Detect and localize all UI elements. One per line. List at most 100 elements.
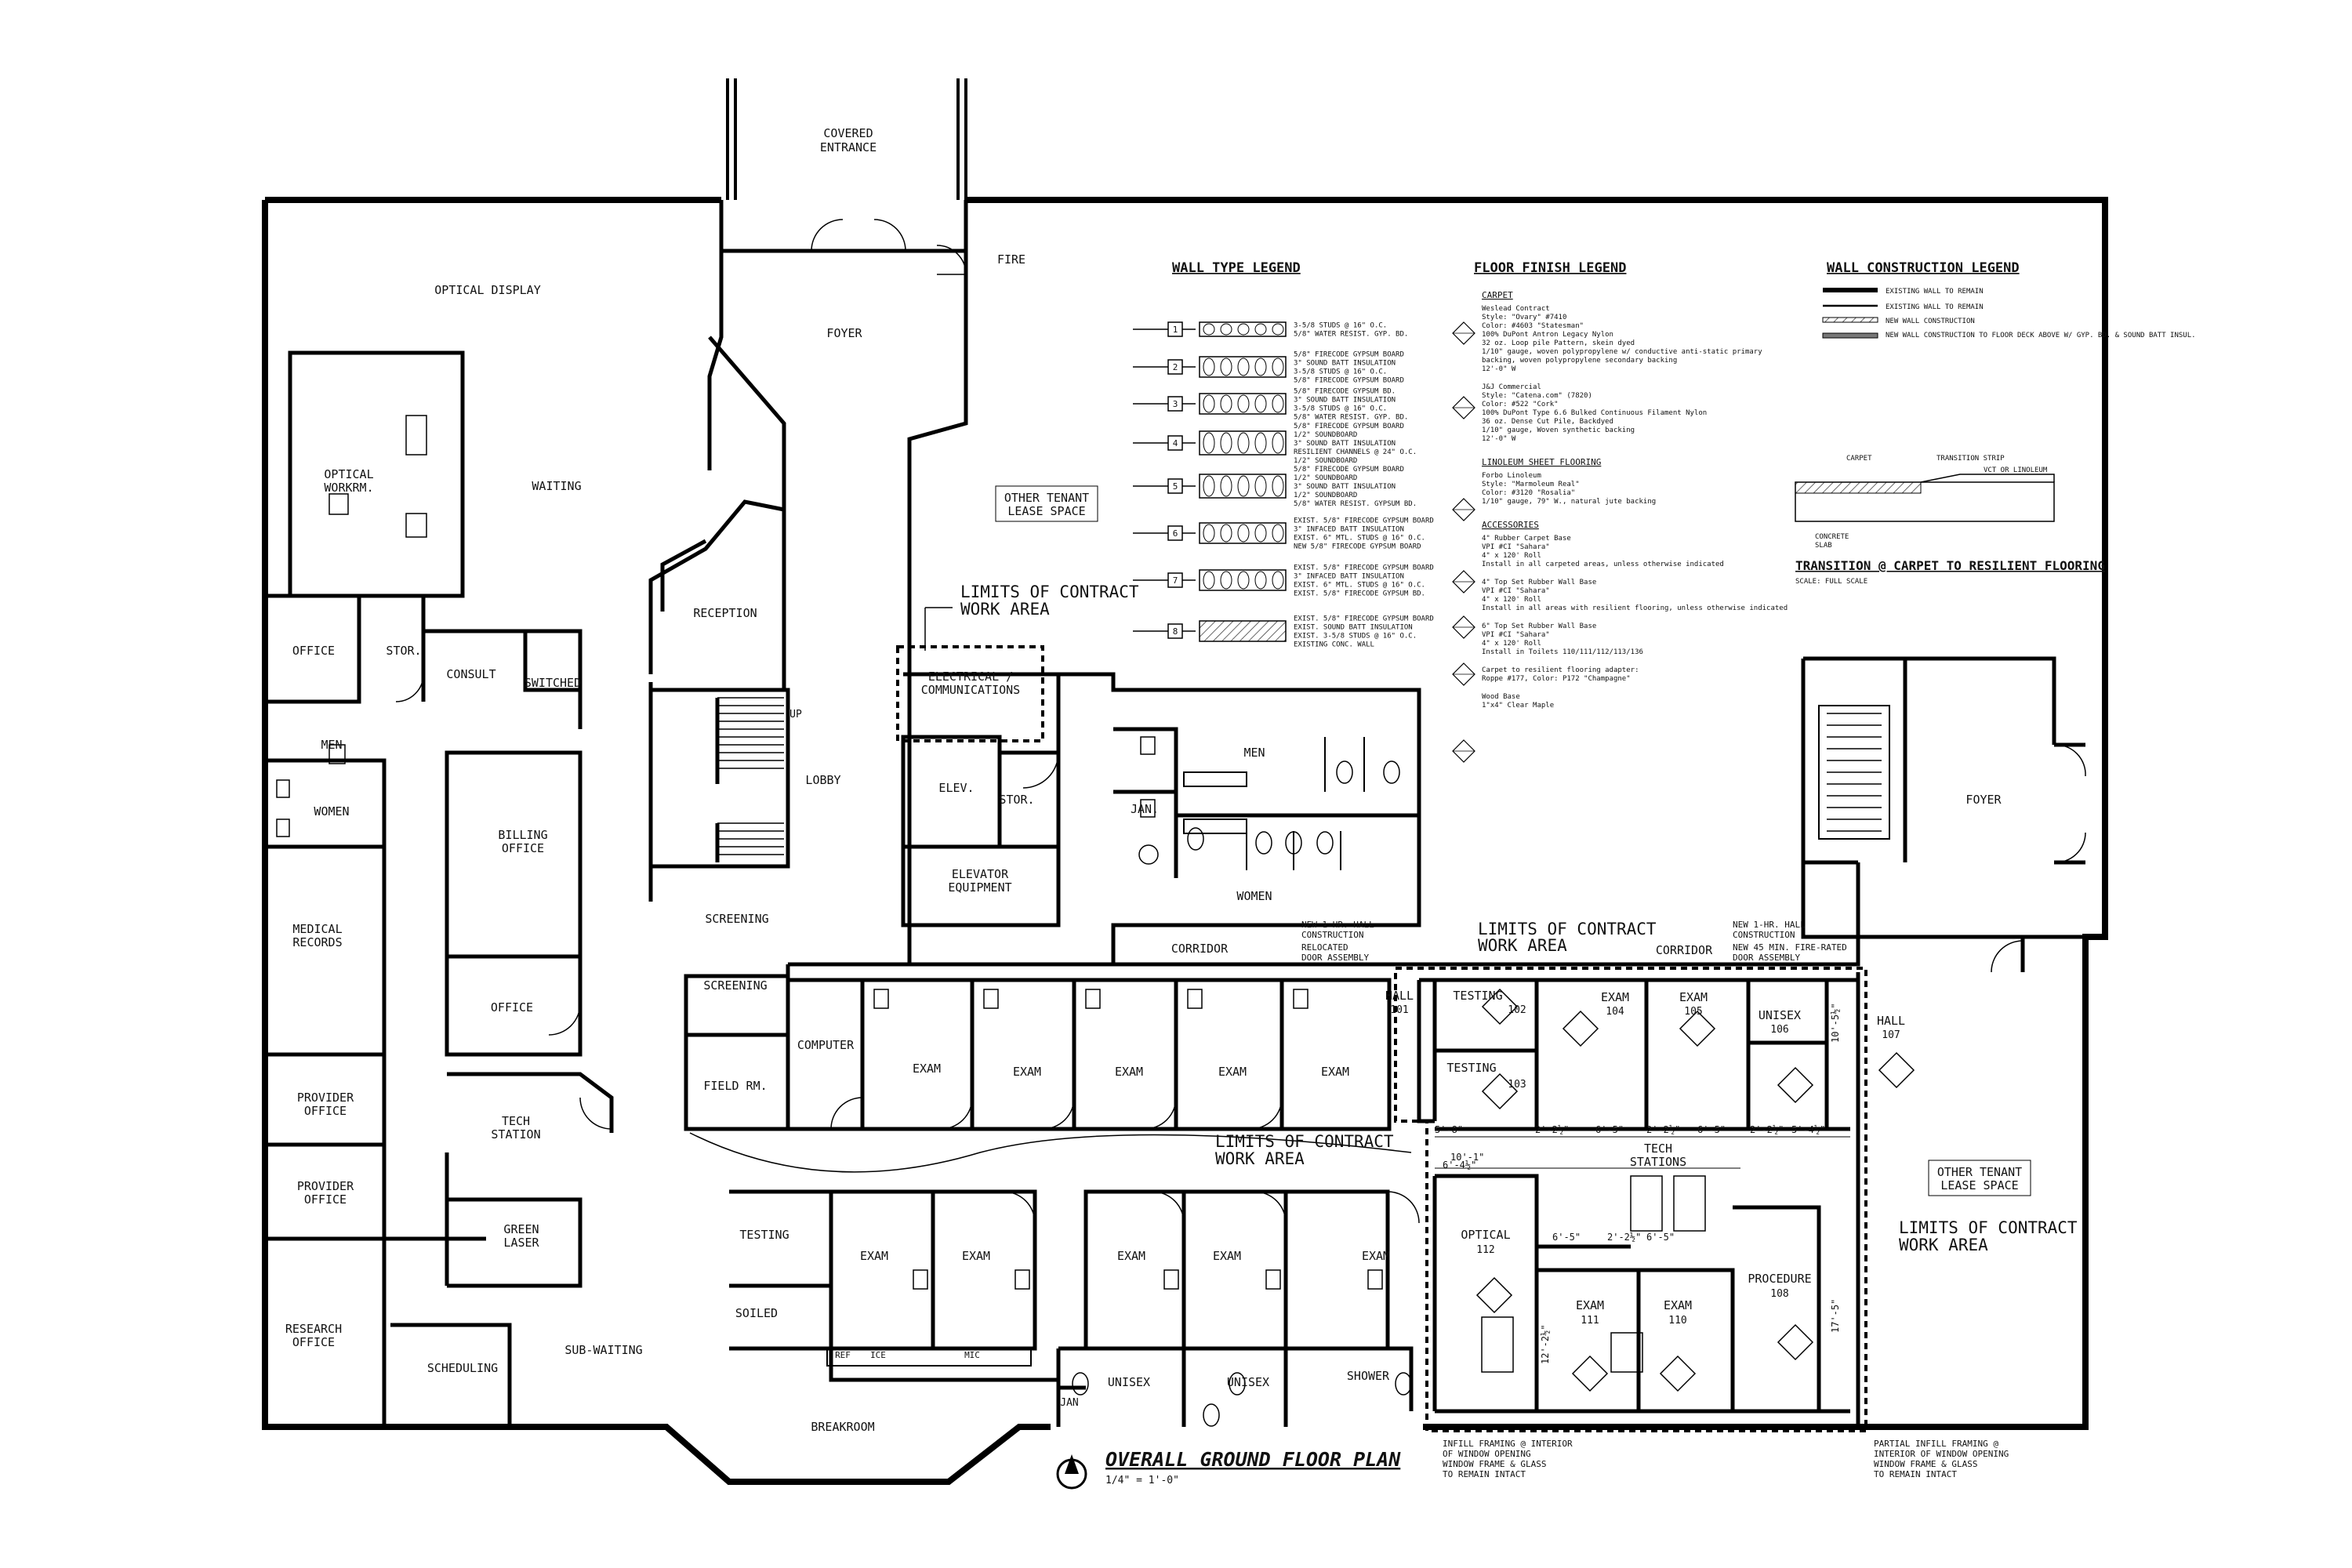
finish-tag-icon [1452, 321, 1475, 345]
label-covered-entrance-1: COVERED [823, 126, 873, 140]
label-other-tenant-2b: LEASE SPACE [1940, 1178, 2018, 1192]
wall-type-number: 8 [1173, 626, 1178, 637]
label-corridor-2: CORRIDOR [1656, 943, 1713, 957]
label-exam-104: EXAM [1601, 990, 1629, 1004]
label-appliance-ice: ICE [870, 1350, 886, 1360]
plan-title: OVERALL GROUND FLOOR PLAN [1105, 1448, 1401, 1471]
label-office-1: OFFICE [292, 644, 335, 658]
note-new-hall-3: RELOCATED [1301, 942, 1348, 953]
num-procedure-108: 108 [1770, 1288, 1788, 1300]
dim-14: 12'-2½" [1540, 1324, 1551, 1364]
floor-finish-line: Install in all areas with resilient floo… [1482, 604, 1788, 612]
transition-label-vct: VCT OR LINOLEUM [1984, 466, 2048, 474]
stair-treads [717, 697, 1882, 855]
wall-type-3: 35/8" FIRECODE GYPSUM BD.3" SOUND BATT I… [1133, 388, 1408, 422]
dim-1: 5'-8" [1435, 1124, 1463, 1135]
wall-type-desc-line: 3-5/8 STUDS @ 16" O.C. [1294, 405, 1387, 413]
wall-type-desc-line: EXISTING CONC. WALL [1294, 641, 1374, 649]
floor-finish-line: 4" x 120' Roll [1482, 596, 1541, 604]
dim-10: 2'-2½" [1607, 1232, 1641, 1243]
floor-finish-line: 1/10" gauge, 79" W., natural jute backin… [1482, 498, 1656, 506]
north-arrow-pointer-icon [1065, 1454, 1079, 1474]
wall-type-number: 2 [1173, 362, 1178, 372]
label-exam-9: EXAM [1213, 1249, 1241, 1263]
note-infill-right-3: WINDOW FRAME & GLASS [1874, 1459, 1977, 1469]
wall-type-desc-line: EXIST. 5/8" FIRECODE GYPSUM BD. [1294, 590, 1425, 598]
label-jan-2: JAN [1060, 1397, 1078, 1409]
limits-middle-2: WORK AREA [1215, 1149, 1305, 1168]
floor-finish-line: 4" Top Set Rubber Wall Base [1482, 579, 1596, 586]
floor-finish-line: Color: #522 "Cork" [1482, 401, 1559, 408]
label-hall-101: HALL [1385, 989, 1414, 1003]
transition-label-strip: TRANSITION STRIP [1936, 455, 2005, 463]
num-testing-102: 102 [1508, 1004, 1526, 1016]
label-exam-105: EXAM [1679, 990, 1708, 1004]
wall-type-number: 6 [1173, 528, 1178, 539]
label-tech-stations-1: TECH [1644, 1142, 1672, 1156]
floor-finish-line: Style: "Ovary" #7410 [1482, 314, 1566, 321]
label-provider-office-2b: OFFICE [304, 1192, 347, 1207]
label-stor-1: STOR. [386, 644, 421, 658]
wall-type-number: 4 [1173, 438, 1178, 448]
wall-construction-item-3: NEW WALL CONSTRUCTION [1886, 318, 1975, 325]
dim-4: 2'-2½" [1646, 1124, 1680, 1135]
floor-finish-line: Roppe #177, Color: P172 "Champagne" [1482, 675, 1631, 683]
room-labels: COVERED ENTRANCE OPTICAL DISPLAY FIRE FO… [285, 126, 2031, 1434]
limits-corridor-2: WORK AREA [1478, 936, 1567, 955]
label-screening-2: SCREENING [703, 978, 767, 993]
note-new-hall-r1: NEW 1-HR. HALL [1733, 920, 1806, 930]
label-fire: FIRE [997, 252, 1025, 267]
label-exam-1: EXAM [913, 1062, 941, 1076]
dim-9: 6'-5" [1552, 1232, 1581, 1243]
transition-detail-title: TRANSITION @ CARPET TO RESILIENT FLOORIN… [1795, 558, 2105, 573]
label-procedure-108: PROCEDURE [1748, 1272, 1811, 1286]
interior-walls [265, 251, 2085, 1427]
num-testing-103: 103 [1508, 1079, 1526, 1091]
floor-finish-line: 4" x 120' Roll [1482, 640, 1541, 648]
wall-type-desc-line: 3" INFACED BATT INSULATION [1294, 526, 1404, 534]
floor-finish-line: Weslead Contract [1482, 305, 1550, 313]
label-electrical-2: COMMUNICATIONS [921, 683, 1020, 697]
wall-construction-item-2: EXISTING WALL TO REMAIN [1886, 303, 1984, 311]
label-men-2: MEN [1243, 746, 1265, 760]
wall-type-desc-line: 5/8" FIRECODE GYPSUM BOARD [1294, 423, 1404, 430]
num-exam-104: 104 [1606, 1006, 1624, 1018]
label-exam-2: EXAM [1013, 1065, 1041, 1079]
finish-tag-icon [1452, 498, 1475, 521]
transition-label-concrete: CONCRETE [1815, 533, 1849, 541]
floor-finish-line: 1/10" gauge, Woven synthetic backing [1482, 426, 1635, 434]
label-elevator-equipment-2: EQUIPMENT [948, 880, 1011, 895]
note-new-hall-r3: NEW 45 MIN. FIRE-RATED [1733, 942, 1847, 953]
floor-finish-line: Style: "Catena.com" (7820) [1482, 392, 1592, 400]
label-green-laser-2: LASER [503, 1236, 539, 1250]
label-foyer-main: FOYER [826, 326, 862, 340]
dim-15: 10'-1" [1450, 1152, 1484, 1163]
label-provider-office-2a: PROVIDER [297, 1179, 354, 1193]
label-optical-workroom-1: OPTICAL [324, 467, 373, 481]
dim-8: 6'-4½" [1443, 1160, 1476, 1171]
floor-finish-line: 100% DuPont Type 6.6 Bulked Continuous F… [1482, 409, 1707, 417]
label-provider-office-1a: PROVIDER [297, 1091, 354, 1105]
label-women-2: WOMEN [1236, 889, 1272, 903]
transition-detail-scale: SCALE: FULL SCALE [1795, 578, 1867, 586]
label-office-2: OFFICE [491, 1000, 533, 1014]
wall-type-desc-line: 1/2" SOUNDBOARD [1294, 431, 1357, 439]
note-infill-right-1: PARTIAL INFILL FRAMING @ [1874, 1439, 1998, 1449]
note-infill-left-4: TO REMAIN INTACT [1443, 1469, 1526, 1479]
wall-type-desc-line: 3" SOUND BATT INSULATION [1294, 483, 1396, 491]
exam-equipment [873, 989, 1706, 1373]
floor-finish-line: 12'-0" W [1482, 435, 1516, 443]
label-corridor-1: CORRIDOR [1171, 942, 1229, 956]
label-covered-entrance-2: ENTRANCE [820, 140, 877, 154]
fixtures [276, 415, 1412, 1427]
wall-type-legend-title: WALL TYPE LEGEND [1172, 260, 1301, 276]
label-research-office-1: RESEARCH [285, 1322, 342, 1336]
label-exam-111: EXAM [1576, 1298, 1604, 1312]
label-appliance-ref: REF [835, 1350, 851, 1360]
label-research-office-2: OFFICE [292, 1335, 335, 1349]
wall-type-desc-line: EXIST. 5/8" FIRECODE GYPSUM BOARD [1294, 615, 1434, 623]
